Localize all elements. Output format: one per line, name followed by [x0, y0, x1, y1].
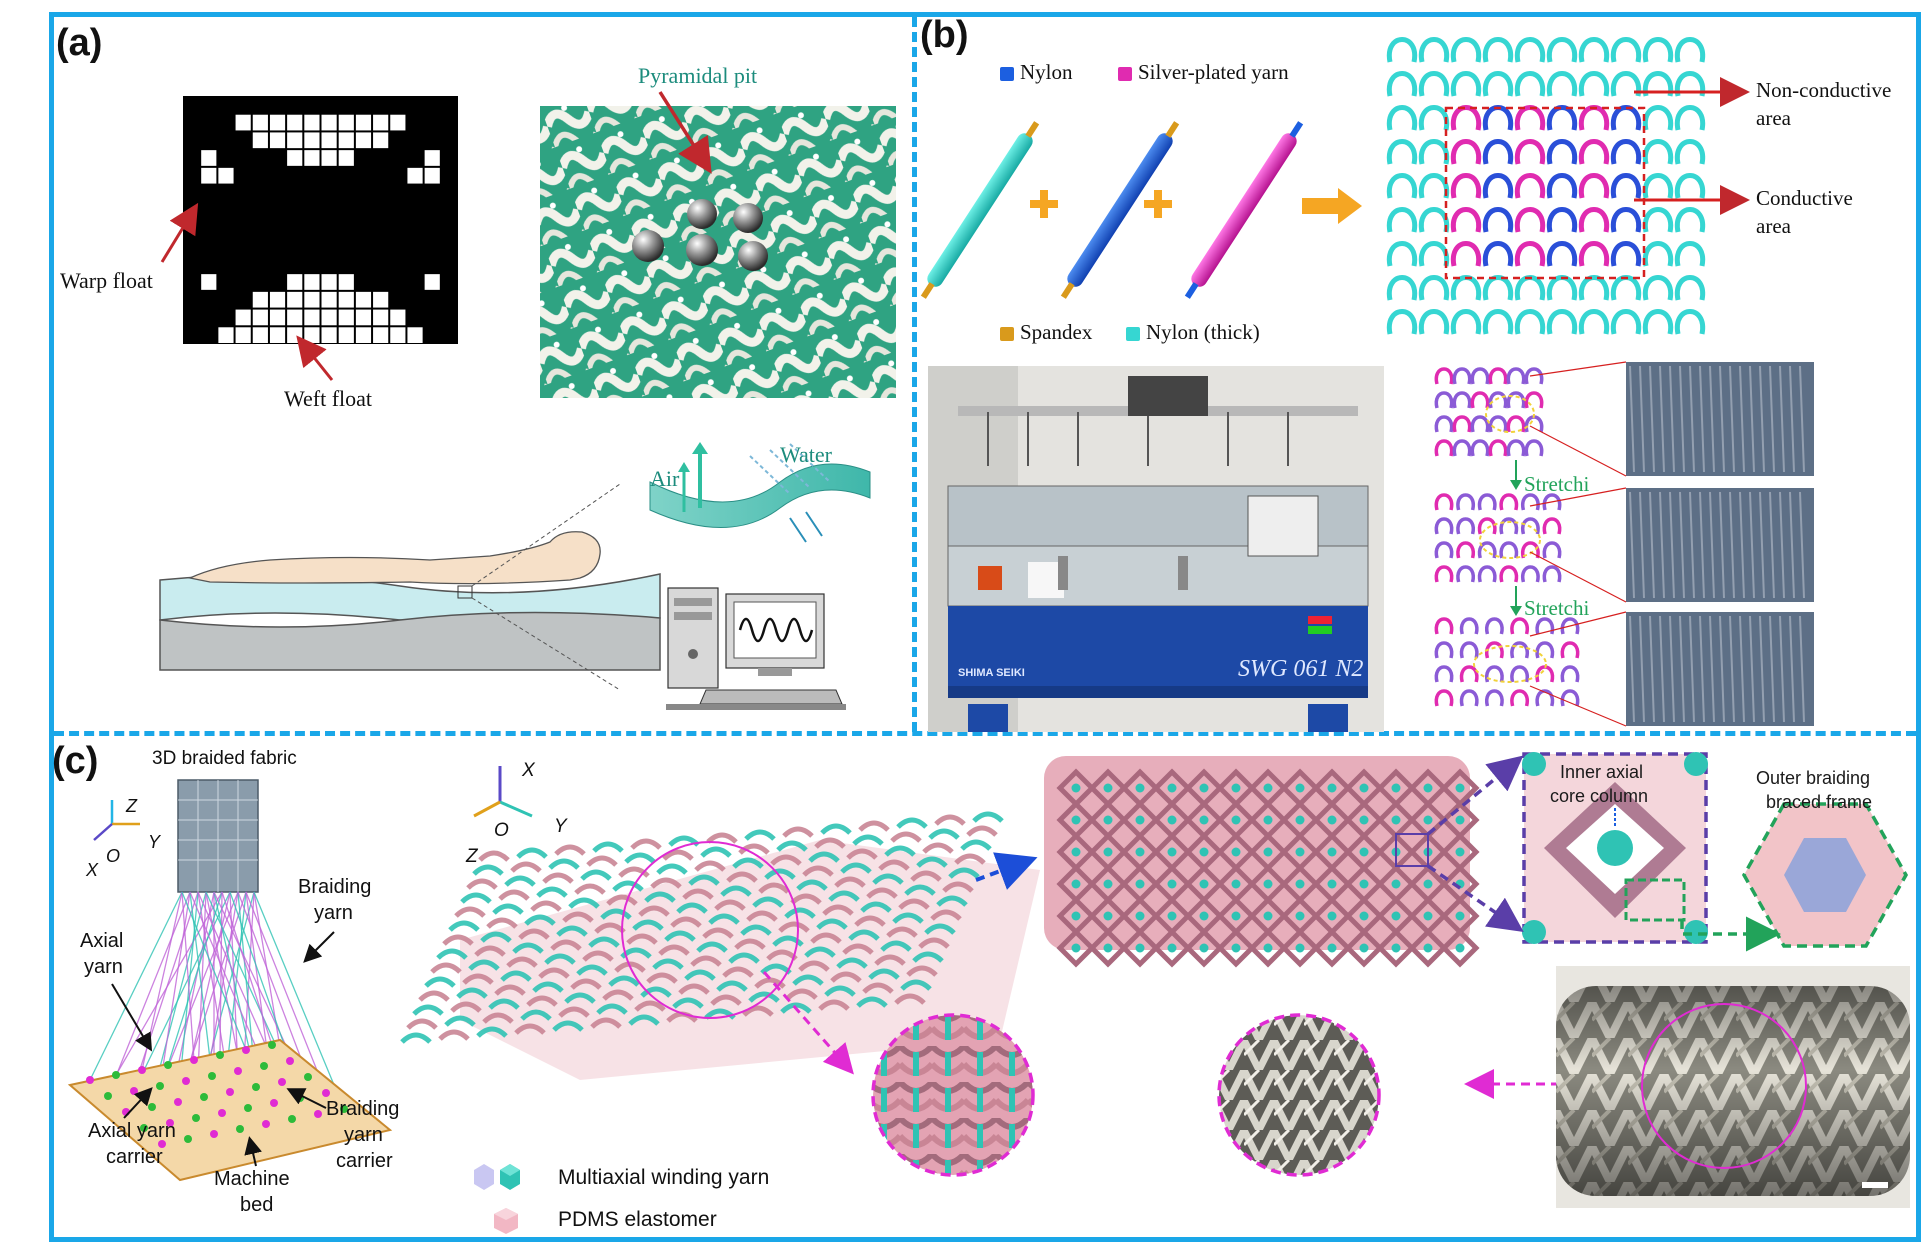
axis2-z-label: Z — [466, 846, 478, 867]
machine-bed-label-1: Machine — [214, 1168, 290, 1190]
figure-frame — [49, 12, 1921, 1242]
stretch-label-1: Stretchi — [1524, 472, 1590, 496]
axial-yarn-label-2: yarn — [84, 956, 123, 978]
braided-cylinder-photo — [1556, 966, 1910, 1208]
axial-yarn-label-1: Axial — [80, 930, 124, 952]
machine-bed-label-2: bed — [240, 1194, 274, 1216]
mattress-person-illustration — [159, 483, 661, 691]
nylon-thick-swatch — [1126, 327, 1140, 342]
water-label: Water — [780, 442, 832, 467]
weft-float-label: Weft float — [284, 386, 373, 411]
axis2-x-label: X — [522, 760, 535, 781]
axial-carrier-label-2: carrier — [106, 1146, 163, 1168]
model-zoom-circle — [871, 1013, 1035, 1177]
outer-braiding-label-2: braced frame — [1766, 792, 1873, 812]
inner-axial-zoom — [1522, 752, 1708, 944]
panel-b-label: (b) — [920, 14, 969, 56]
braided-fabric-label: 3D braided fabric — [152, 748, 297, 769]
legend-nylon-thick-text: Nylon (thick) — [1146, 320, 1260, 344]
pyramidal-pit-label: Pyramidal pit — [638, 63, 758, 88]
weave-pattern-grid — [183, 96, 458, 344]
braiding-yarn-label-1: Braiding — [298, 876, 372, 898]
stretch-photos — [1626, 362, 1814, 726]
legend-nylon-text: Nylon — [1020, 60, 1073, 84]
pyramidal-pit-photo — [540, 106, 896, 398]
braiding-carrier-label-2: yarn — [344, 1124, 383, 1146]
spandex-swatch — [1000, 327, 1014, 342]
legend-nylon: Nylon — [1000, 60, 1073, 85]
air-label: Air — [650, 466, 680, 491]
axial-carrier-label-1: Axial yarn — [88, 1120, 176, 1142]
legend-cube-multiaxial — [474, 1164, 520, 1190]
process-arrow — [1302, 188, 1362, 224]
braiding-machine-diagram — [67, 779, 393, 1182]
knitting-machine-photo: SWG 061 N2 SHIMA SEIKI — [928, 366, 1384, 732]
panel-a-label: (a) — [56, 22, 103, 64]
divider-vertical — [912, 17, 917, 732]
non-conductive-label-2: area — [1756, 106, 1791, 130]
legend-spandex: Spandex — [1000, 320, 1092, 345]
knit-structure-diagram — [1386, 37, 1706, 335]
machine-brand-text: SHIMA SEIKI — [958, 667, 1025, 679]
silver-swatch — [1118, 67, 1132, 82]
cross-section-lattice — [1044, 756, 1480, 968]
axis2-y-label: Y — [554, 816, 567, 837]
inner-axial-label-1: Inner axial — [1560, 762, 1644, 782]
computer-monitor-illustration — [666, 587, 846, 710]
inner-axial-label-2: core column — [1550, 786, 1649, 806]
legend-cube-pdms — [494, 1208, 518, 1234]
outer-braiding-label-1: Outer braiding — [1756, 768, 1871, 788]
nylon-swatch — [1000, 67, 1014, 82]
legend-nylon-thick: Nylon (thick) — [1126, 320, 1260, 345]
braiding-carrier-label-3: carrier — [336, 1150, 393, 1172]
braiding-carrier-label-1: Braiding — [326, 1098, 400, 1120]
stretch-sequence-diagram — [1434, 361, 1814, 727]
legend-pdms-text: PDMS elastomer — [558, 1208, 717, 1231]
axis-o-label: O — [106, 846, 121, 866]
legend-silver: Silver-plated yarn — [1118, 60, 1289, 85]
stretch-label-2: Stretchi — [1524, 596, 1590, 620]
axis-x-label: X — [86, 860, 99, 880]
divider-horizontal — [54, 731, 1916, 736]
braided-structure-3d — [400, 766, 1040, 1080]
machine-model-text: SWG 061 N2 — [1238, 656, 1363, 682]
non-conductive-label: Non-conductive — [1756, 78, 1892, 102]
outer-braiding-hexagon — [1741, 802, 1909, 948]
axis2-o-label: O — [494, 820, 509, 841]
yarn-composition-diagram — [920, 121, 1304, 299]
breathable-membrane-illustration — [649, 442, 871, 543]
legend-silver-text: Silver-plated yarn — [1138, 60, 1289, 84]
legend-spandex-text: Spandex — [1020, 320, 1093, 344]
panel-c-label: (c) — [52, 740, 99, 782]
conductive-label-2: area — [1756, 214, 1791, 238]
warp-float-label: Warp float — [60, 268, 153, 293]
legend-multiaxial-text: Multiaxial winding yarn — [558, 1166, 770, 1189]
braiding-yarn-label-2: yarn — [314, 902, 353, 924]
axis-y-label: Y — [148, 832, 161, 852]
photo-zoom-circle — [1217, 1013, 1381, 1177]
axis-z-label: Z — [126, 796, 137, 816]
conductive-label: Conductive — [1756, 186, 1853, 210]
